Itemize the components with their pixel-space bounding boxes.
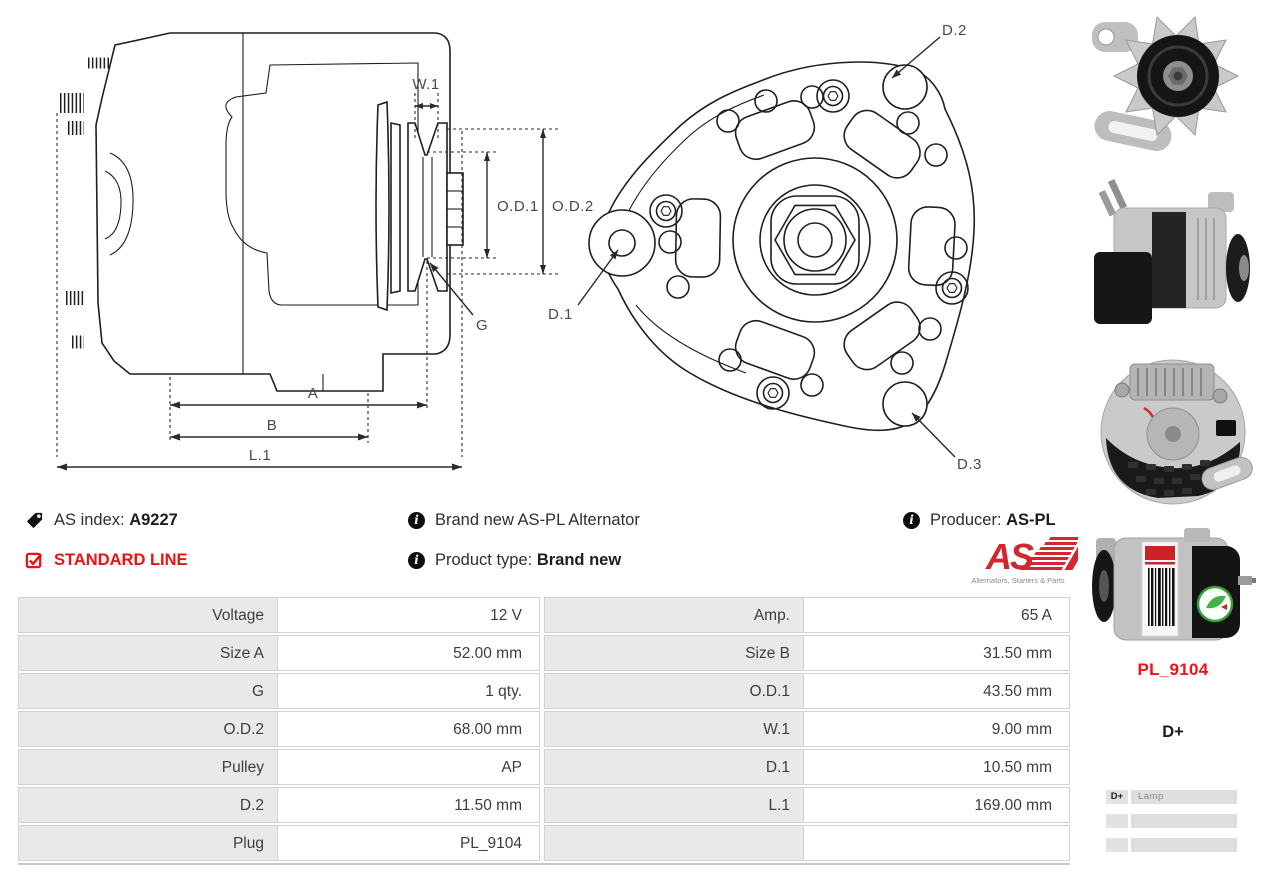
dim-label-od1: O.D.1	[497, 198, 539, 215]
product-line-row: STANDARD LINE	[25, 549, 188, 571]
product-type-label: Product type:	[435, 550, 533, 569]
as-index-value: A9227	[129, 510, 178, 529]
table-row: G 1 qty. O.D.1 43.50 mm	[18, 673, 1070, 709]
product-photo-labeled	[1092, 528, 1256, 641]
info-icon	[408, 511, 425, 529]
producer-label: Producer:	[930, 510, 1002, 529]
dim-label-d2: D.2	[942, 22, 967, 39]
spec-label: G	[18, 673, 278, 709]
dim-label-g: G	[476, 317, 488, 334]
brand-new-row: Brand new AS-PL Alternator	[408, 509, 640, 531]
as-index-text: AS index: A9227	[54, 511, 178, 530]
table-row: D.2 11.50 mm L.1 169.00 mm	[18, 787, 1070, 823]
as-pl-logo: AS Alternators, Starters & Parts	[971, 535, 1078, 585]
product-line-badge: STANDARD LINE	[54, 550, 188, 569]
product-photo-rear	[1100, 359, 1253, 505]
producer-text: Producer: AS-PL	[930, 511, 1056, 530]
spec-value: 65 A	[804, 597, 1070, 633]
spec-value: AP	[278, 749, 540, 785]
dim-label-d1: D.1	[548, 306, 573, 323]
spec-value: 31.50 mm	[804, 635, 1070, 671]
pin-name	[1106, 838, 1128, 852]
side-view-technical-drawing: W.1 O.D.1 O.D.2 G A B L.1	[56, 32, 594, 471]
plug-code: PL_9104	[1137, 660, 1209, 679]
terminal-label: D+	[1162, 723, 1184, 741]
dim-label-d3: D.3	[957, 456, 982, 473]
as-index-label: AS index:	[54, 510, 125, 529]
front-view-technical-drawing: D.2 D.1 D.3	[548, 22, 982, 473]
pin-table-row	[1106, 838, 1240, 852]
as-index-row: AS index: A9227	[25, 509, 178, 531]
product-type-value: Brand new	[536, 550, 622, 569]
spec-value: 9.00 mm	[804, 711, 1070, 747]
tag-icon	[25, 511, 44, 530]
spec-value: 11.50 mm	[278, 787, 540, 823]
table-row: Voltage 12 V Amp. 65 A	[18, 597, 1070, 633]
rivet-bolt	[649, 194, 683, 228]
spec-label: W.1	[544, 711, 804, 747]
pin-table-row: D+ Lamp	[1106, 790, 1240, 804]
product-photo-side	[1094, 179, 1250, 324]
spec-value: 43.50 mm	[804, 673, 1070, 709]
product-type-row: Product type: Brand new	[408, 549, 621, 571]
table-row: O.D.2 68.00 mm W.1 9.00 mm	[18, 711, 1070, 747]
spec-label	[544, 825, 804, 861]
spec-label: Amp.	[544, 597, 804, 633]
spec-label: Voltage	[18, 597, 278, 633]
pin-desc: Lamp	[1131, 790, 1237, 804]
spec-label: O.D.2	[18, 711, 278, 747]
dim-label-od2: O.D.2	[552, 198, 594, 215]
info-icon	[903, 511, 920, 529]
spec-value: 10.50 mm	[804, 749, 1070, 785]
as-pl-logo-text: AS	[985, 536, 1034, 577]
producer-value: AS-PL	[1006, 510, 1056, 529]
specs-table: Voltage 12 V Amp. 65 A Size A 52.00 mm S…	[18, 597, 1070, 865]
checkbox-checked-icon	[25, 551, 44, 570]
spec-label: O.D.1	[544, 673, 804, 709]
spec-value: 1 qty.	[278, 673, 540, 709]
pin-name	[1106, 814, 1128, 828]
pin-desc	[1131, 838, 1237, 852]
table-row: Pulley AP D.1 10.50 mm	[18, 749, 1070, 785]
table-row: Plug PL_9104	[18, 825, 1070, 861]
product-photo-front	[1092, 15, 1240, 151]
pin-table: D+ Lamp	[1106, 790, 1240, 862]
brand-new-text: Brand new AS-PL Alternator	[435, 510, 640, 529]
spec-value: 52.00 mm	[278, 635, 540, 671]
info-icon	[408, 551, 425, 569]
spec-label: Size A	[18, 635, 278, 671]
spec-label: Size B	[544, 635, 804, 671]
product-type-text: Product type: Brand new	[435, 551, 621, 570]
spec-label: Pulley	[18, 749, 278, 785]
spec-value	[804, 825, 1070, 861]
producer-row: Producer: AS-PL	[903, 509, 1056, 531]
spec-label: D.2	[18, 787, 278, 823]
spec-value: PL_9104	[278, 825, 540, 861]
spec-label: L.1	[544, 787, 804, 823]
table-row: Size A 52.00 mm Size B 31.50 mm	[18, 635, 1070, 671]
dim-label-l1: L.1	[249, 447, 271, 464]
dim-label-a: A	[308, 385, 319, 402]
rivet-bolt	[756, 376, 790, 410]
as-pl-logo-tagline: Alternators, Starters & Parts	[971, 576, 1065, 585]
pin-desc	[1131, 814, 1237, 828]
pin-table-row	[1106, 814, 1240, 828]
rivet-bolt	[816, 79, 850, 113]
dim-label-w1: W.1	[412, 76, 439, 93]
spec-label: D.1	[544, 749, 804, 785]
dim-label-b: B	[267, 417, 278, 434]
pin-name: D+	[1106, 790, 1128, 804]
rivet-bolt	[935, 271, 969, 305]
spec-value: 68.00 mm	[278, 711, 540, 747]
spec-label: Plug	[18, 825, 278, 861]
spec-value: 12 V	[278, 597, 540, 633]
spec-value: 169.00 mm	[804, 787, 1070, 823]
